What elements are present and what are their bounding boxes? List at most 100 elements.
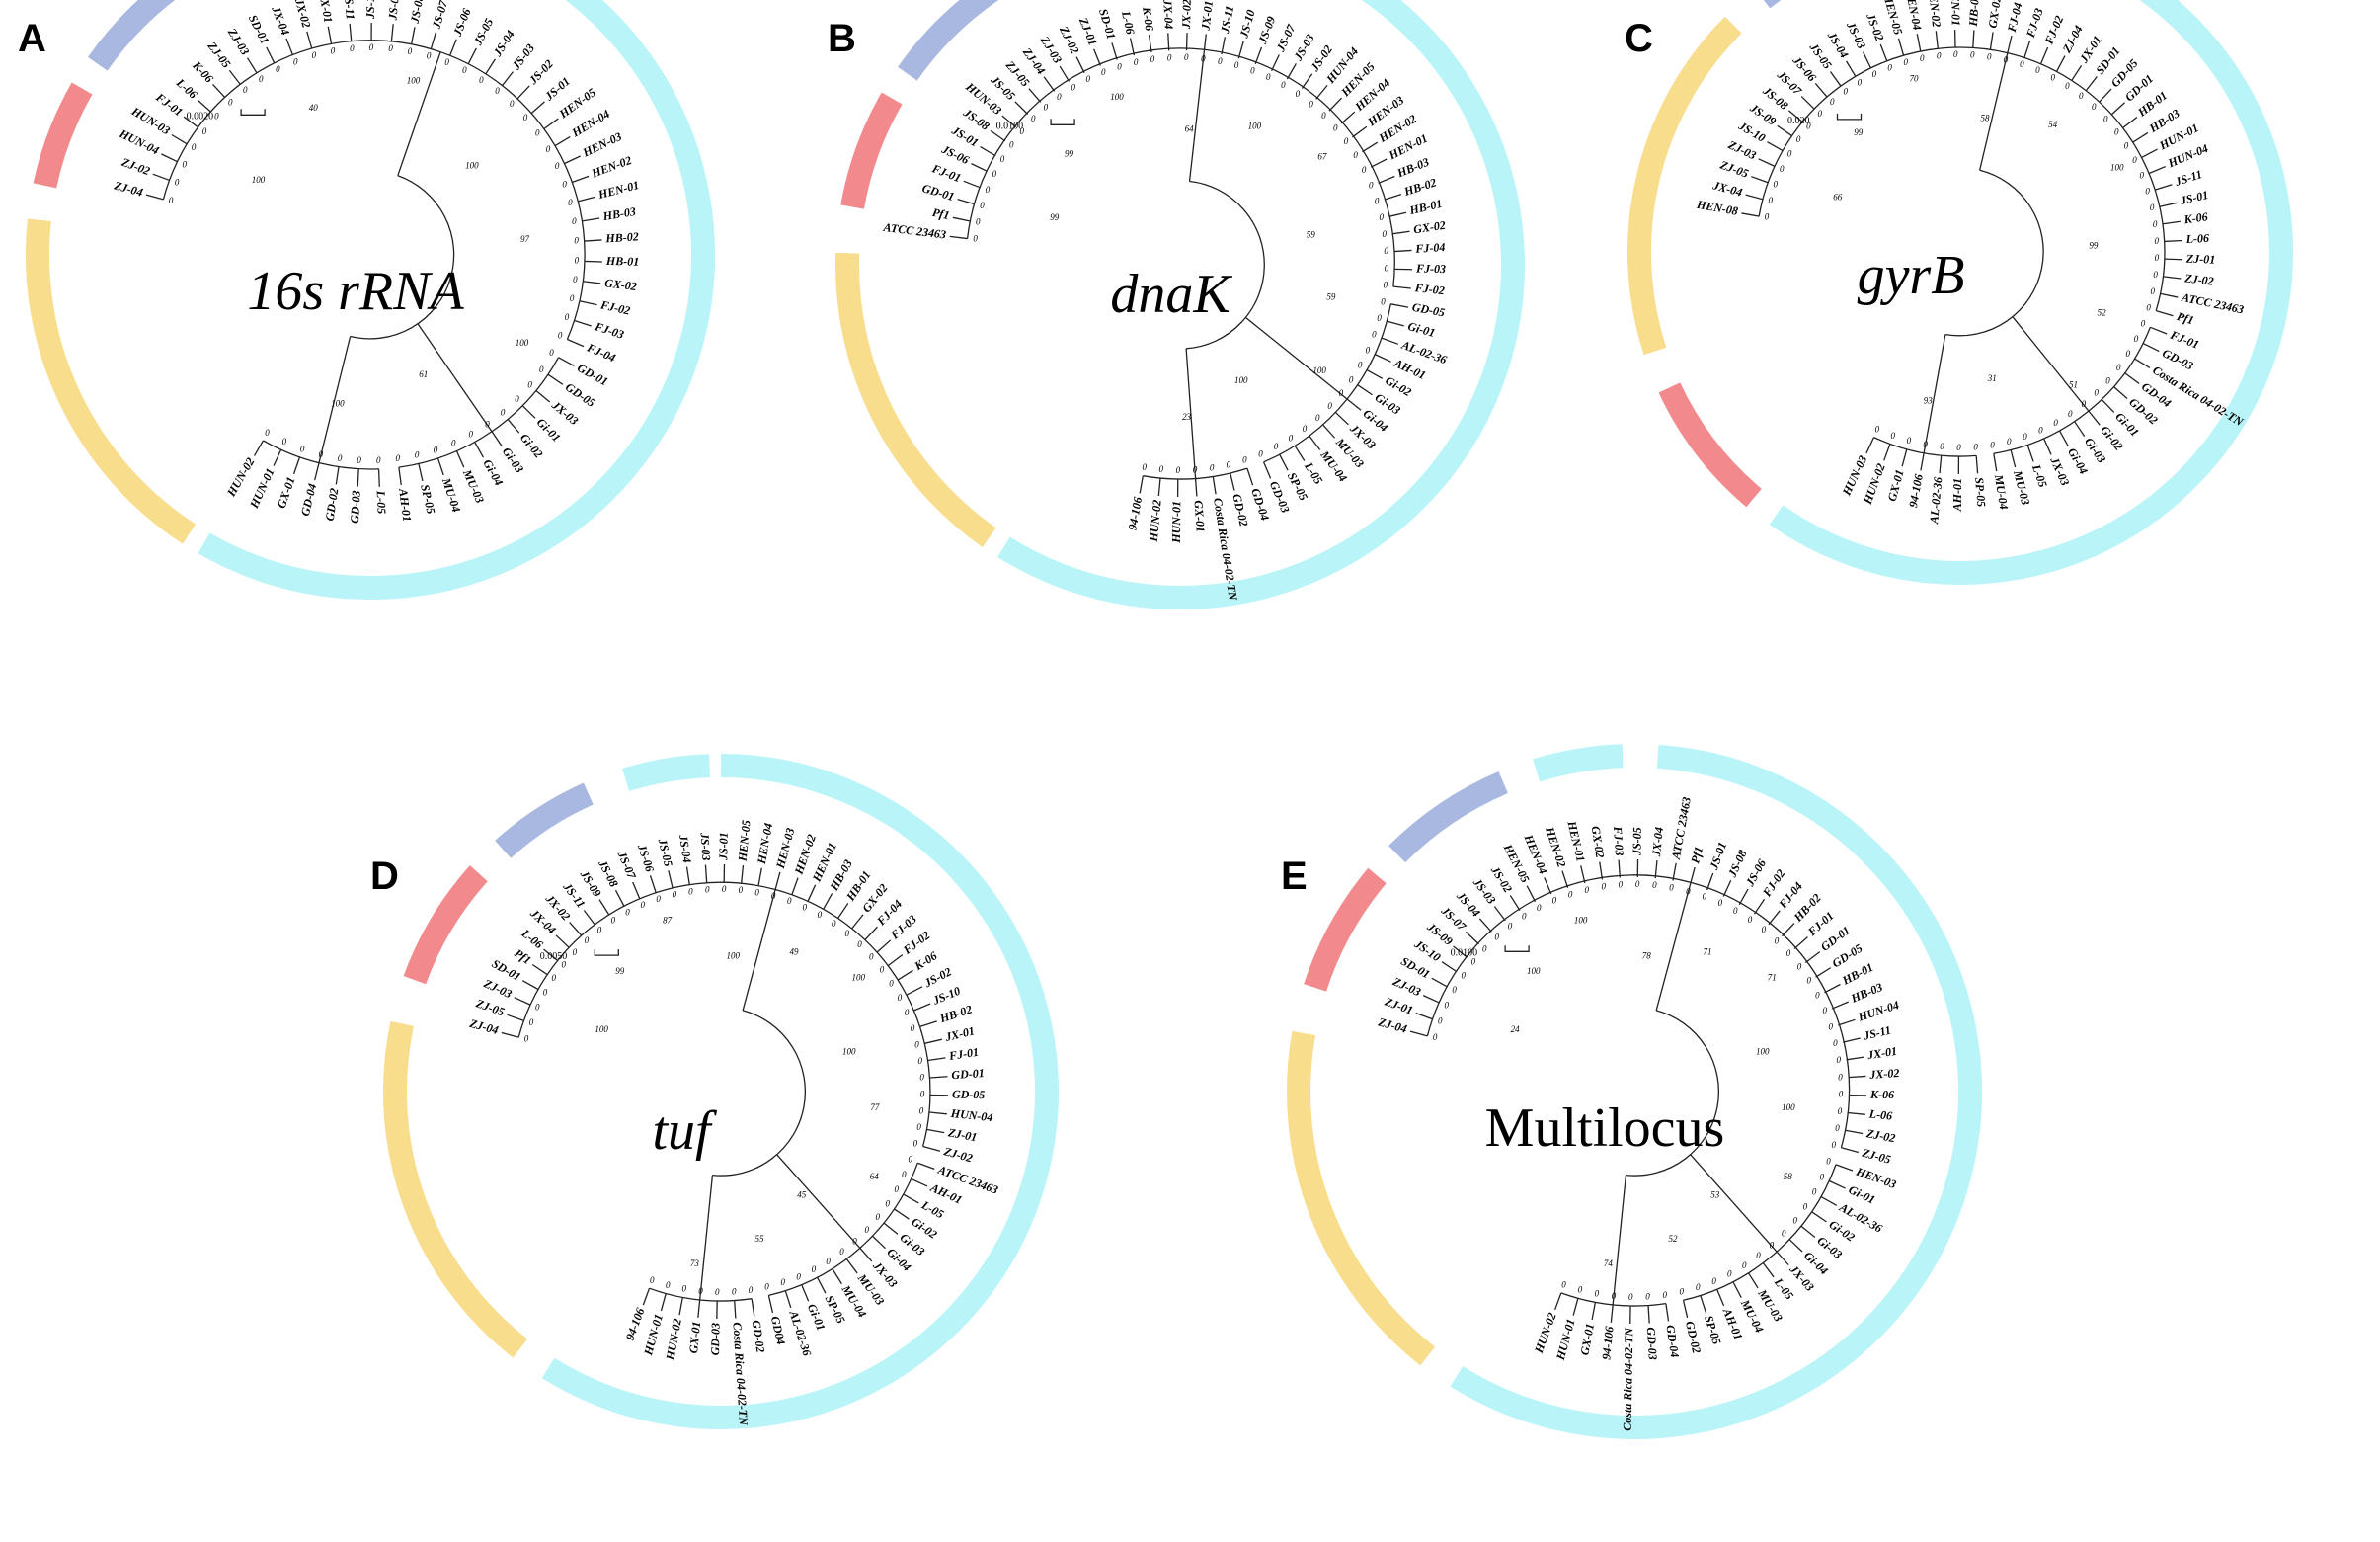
node-support: 0 (2068, 409, 2073, 419)
leaf-label: JS-11 (2173, 167, 2204, 189)
node-support: 0 (1780, 164, 1785, 174)
node-support: 0 (183, 159, 188, 169)
terminal-branch (1381, 337, 1399, 345)
bootstrap-value: 100 (1234, 375, 1248, 385)
node-support: 0 (739, 885, 744, 895)
tree-branch (397, 137, 412, 176)
leaf-label: HB-02 (1401, 175, 1438, 199)
clade-arc-blue (495, 782, 594, 858)
node-support: 0 (1645, 1292, 1650, 1302)
bootstrap-value: 100 (842, 1047, 856, 1057)
node-support: 0 (1445, 1000, 1450, 1010)
node-support: 0 (1907, 436, 1912, 446)
bootstrap-value: 100 (1110, 92, 1124, 102)
node-support: 0 (1210, 463, 1215, 473)
terminal-branch (1843, 1037, 1861, 1043)
bootstrap-value: 99 (615, 966, 625, 976)
node-support: 0 (1020, 126, 1025, 136)
leaf-label: AH-01 (1950, 478, 1964, 512)
tree-branch (699, 1239, 707, 1300)
terminal-branch (1722, 880, 1732, 897)
node-support: 0 (529, 1017, 534, 1027)
node-support: 0 (415, 450, 420, 460)
terminal-branch (2155, 184, 2173, 191)
terminal-branch (649, 875, 657, 893)
node-support: 0 (1662, 1290, 1667, 1300)
terminal-branch (161, 153, 178, 163)
terminal-branch (1334, 411, 1349, 426)
node-support: 0 (1835, 1123, 1840, 1133)
terminal-branch (2150, 326, 2168, 335)
gene-title: gyrB (1858, 245, 1965, 306)
node-support: 0 (973, 234, 978, 244)
node-support: 0 (2079, 91, 2084, 101)
clade-arc-blue (88, 0, 176, 71)
terminal-branch (455, 450, 465, 468)
bootstrap-value: 51 (2069, 380, 2078, 390)
node-support: 0 (749, 1285, 754, 1295)
leaf-label: MU-04 (1992, 473, 2012, 511)
tree-branch (1979, 131, 1990, 171)
leaf-label: L-06 (2184, 231, 2209, 246)
node-support: 0 (1797, 961, 1802, 971)
scale-bar (240, 109, 266, 116)
terminal-branch (1322, 424, 1336, 439)
terminal-branch (1753, 898, 1766, 915)
node-support: 0 (1973, 442, 1978, 451)
node-support: 0 (1796, 134, 1801, 144)
node-support: 0 (2145, 187, 2150, 197)
terminal-branch (584, 260, 602, 263)
leaf-label: HUN-04 (949, 1106, 993, 1124)
terminal-branch (2164, 239, 2182, 243)
node-support: 0 (986, 185, 991, 195)
bootstrap-value: 97 (520, 234, 530, 244)
leaf-label: GD-03 (708, 1323, 723, 1356)
terminal-branch (2122, 117, 2138, 128)
node-support: 0 (796, 1271, 801, 1281)
node-support: 0 (2116, 363, 2121, 372)
node-support: 0 (1890, 431, 1895, 441)
terminal-branch (474, 442, 485, 458)
terminal-branch (1279, 453, 1289, 471)
panel-letter: A (18, 17, 46, 60)
node-support: 0 (2141, 318, 2146, 328)
leaf-label: HUN-02 (663, 1318, 684, 1362)
leaf-label: JS-03 (697, 831, 713, 861)
terminal-branch (1738, 888, 1749, 906)
terminal-branch (1975, 455, 1979, 474)
node-support: 0 (376, 455, 381, 465)
bootstrap-value: 24 (1511, 1024, 1521, 1034)
terminal-branch (1618, 859, 1621, 878)
terminal-branch (924, 1038, 943, 1044)
node-support: 0 (722, 884, 727, 894)
terminal-branch (564, 155, 581, 165)
node-support: 0 (715, 1287, 720, 1297)
tree-branch (453, 376, 493, 433)
node-support: 0 (562, 179, 567, 189)
leaf-label: JS-01 (716, 832, 730, 861)
bootstrap-value: 100 (1527, 966, 1541, 976)
node-support: 0 (1568, 889, 1573, 899)
leaf-label: SP-05 (418, 483, 437, 515)
leaf-label: JS-10 (930, 984, 963, 1008)
leaf-label: ZJ-03 (481, 976, 514, 1001)
node-support: 0 (568, 198, 573, 207)
terminal-branch (922, 1145, 941, 1152)
leaf-label: FJ-02 (598, 297, 631, 317)
leaf-label: Gi-01 (1847, 1182, 1877, 1206)
terminal-branch (327, 26, 333, 44)
node-support: 0 (1433, 1032, 1438, 1042)
terminal-branch (1848, 1075, 1866, 1079)
terminal-branch (1340, 111, 1356, 124)
leaf-label: JS-01 (1706, 840, 1729, 872)
terminal-branch (2043, 438, 2052, 455)
node-support: 0 (1071, 82, 1075, 92)
terminal-branch (767, 1295, 774, 1314)
terminal-branch (1014, 101, 1029, 115)
terminal-branch (1286, 63, 1297, 80)
terminal-branch (1665, 1303, 1670, 1322)
node-support: 0 (1150, 54, 1155, 64)
gene-title: tuf (652, 1100, 718, 1162)
terminal-branch (1845, 1129, 1864, 1135)
